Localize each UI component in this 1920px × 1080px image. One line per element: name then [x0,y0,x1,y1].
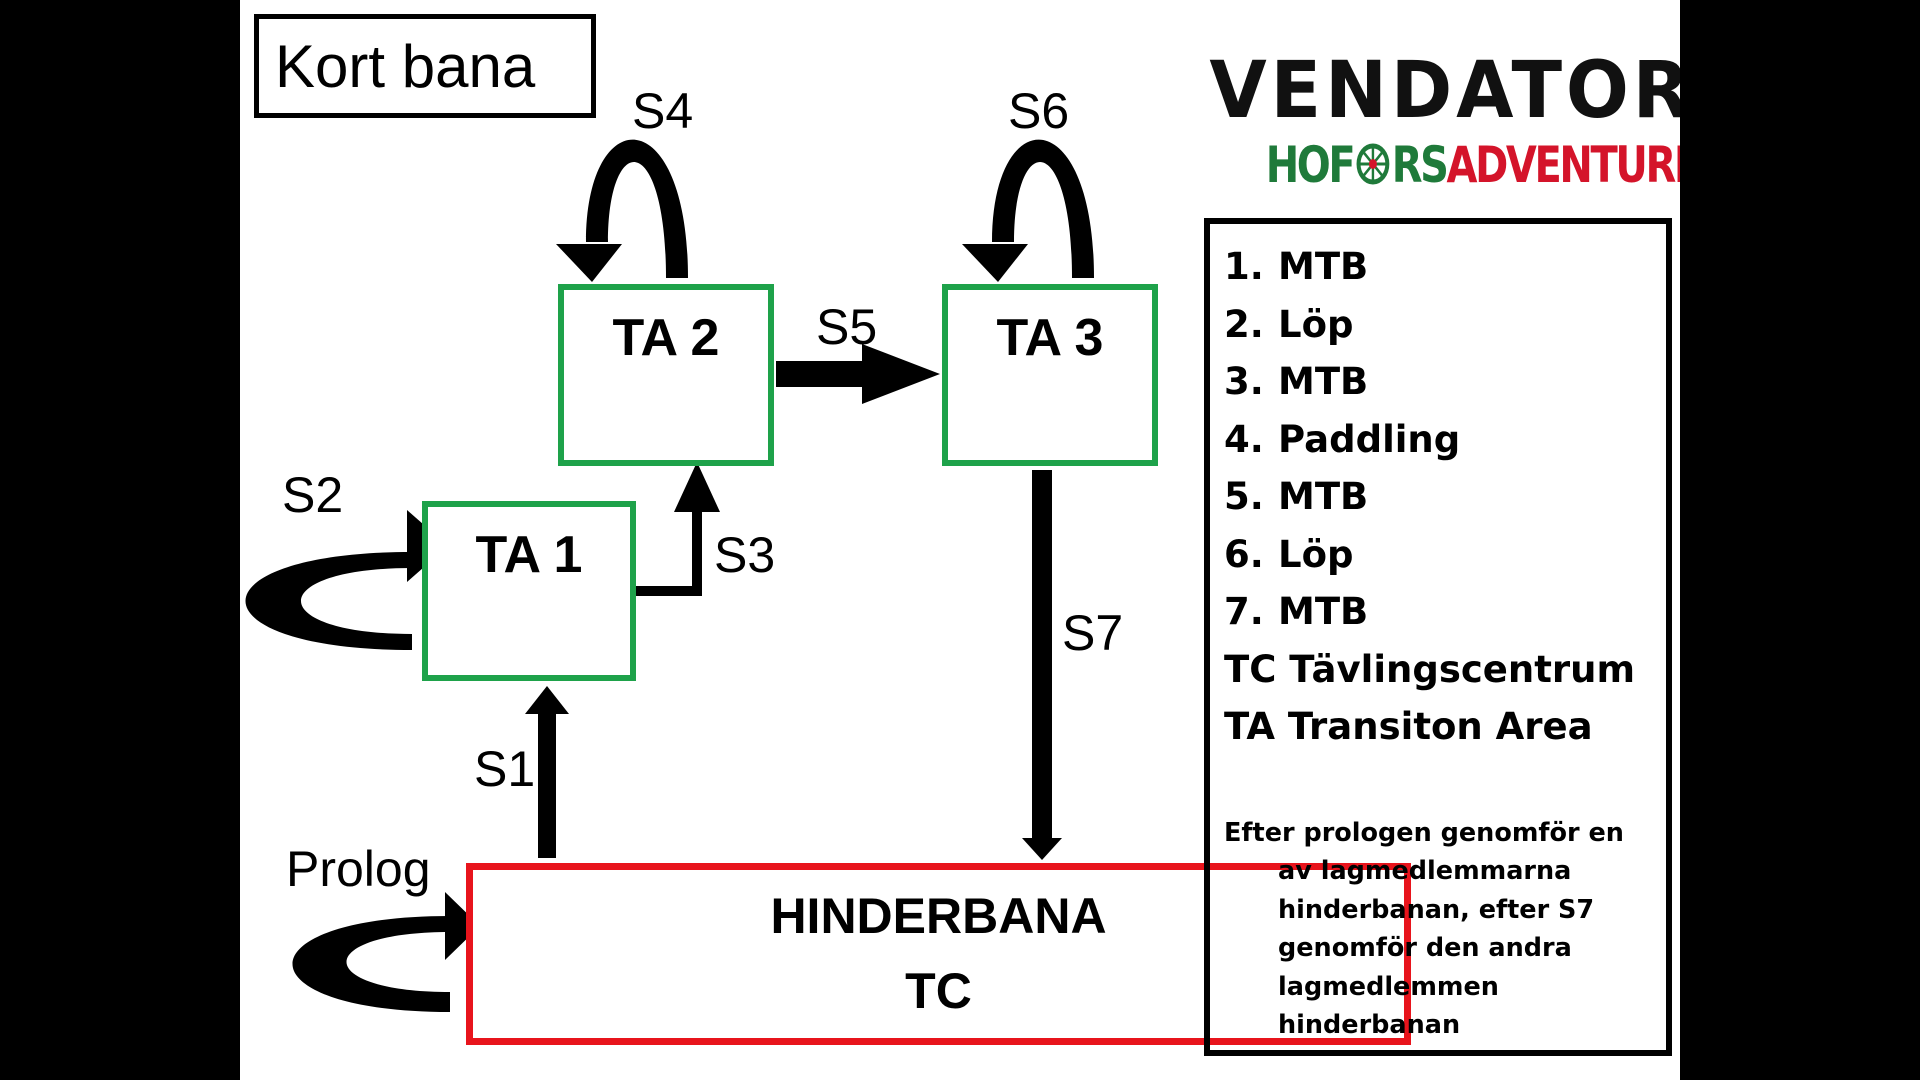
legend-item-text: MTB [1278,475,1369,518]
compass-wheel-icon [1356,143,1389,185]
legend-item-text: MTB [1278,245,1369,288]
brand-logo: VENDATOR HOFRSADVENTURERACE [1198,46,1680,190]
node-ta2: TA 2 [558,284,774,466]
node-ta2-label: TA 2 [612,309,720,367]
stage-label-s7: S7 [1062,605,1124,661]
stage-label-s1: S1 [474,741,536,797]
brand-name: VENDATOR [1209,46,1680,136]
node-hinderbana-tc: HINDERBANA TC [466,863,1411,1045]
legend-ta: TA Transiton Area [1224,705,1593,748]
arrow-s4-loop [556,139,688,282]
legend-item-text: MTB [1278,590,1369,633]
race-name-part3: ADVENTURERACE [1446,136,1680,194]
legend-item: 1. MTB [1224,238,1666,296]
arrow-s6-loop [962,139,1094,282]
node-ta3-label: TA 3 [996,309,1104,367]
race-name-part1: HOF [1265,136,1356,194]
stage-label-s5: S5 [816,299,878,355]
legend-item: 7. MTB [1224,583,1666,641]
stage-label-s4: S4 [632,83,694,139]
legend-item-number: 3. [1224,360,1264,403]
legend-item-number: 6. [1224,532,1264,576]
slide: Kort bana TA 1 TA 2 TA 3 HINDERBANA TC P… [240,0,1680,1080]
legend-item-text: Paddling [1278,417,1461,461]
race-name: HOFRSADVENTURERACE [1266,140,1680,190]
node-ta3: TA 3 [942,284,1158,466]
legend-item-number: 4. [1224,417,1264,461]
node-ta1: TA 1 [422,501,636,681]
arrow-prolog-loop [292,892,480,1012]
legend-list: 1. MTB 2. Löp 3. MTB 4. Paddling 5. MTB 6. Löp… [1224,238,1666,756]
arrow-s7 [1022,470,1062,860]
legend-item-number: 1. [1224,245,1264,288]
stage-label-prolog: Prolog [286,841,431,897]
legend-item-text: MTB [1278,360,1369,403]
legend-item: 5. MTB [1224,468,1666,526]
legend-note: Efter prologen genomför en av lagmedlemm… [1224,817,1624,1041]
arrow-s2-loop [245,510,448,650]
arrow-s1 [525,686,569,858]
node-tc-line1: HINDERBANA [770,888,1107,944]
legend-tc: TC Tävlingscentrum [1224,647,1636,691]
node-ta1-label: TA 1 [475,526,583,584]
stage-label-s2: S2 [282,467,344,523]
legend-item-text: Löp [1278,302,1354,346]
legend-item: 3. MTB [1224,353,1666,411]
diagram-title: Kort bana [254,14,596,118]
arrow-s5 [776,344,940,404]
stage-label-s3: S3 [714,527,776,583]
arrow-s3 [633,462,720,596]
stage-label-s6: S6 [1008,83,1070,139]
node-tc-line2: TC [905,963,972,1019]
legend-item-number: 5. [1224,475,1264,518]
legend-item: 2. Löp [1224,296,1666,354]
legend-item: 6. Löp [1224,526,1666,584]
legend-box: 1. MTB 2. Löp 3. MTB 4. Paddling 5. MTB 6. Löp… [1204,218,1672,1056]
race-name-part2: RS [1391,136,1449,194]
legend-item-text: Löp [1278,532,1354,576]
legend-item: 4. Paddling [1224,411,1666,469]
legend-item-number: 7. [1224,590,1264,633]
legend-item-number: 2. [1224,302,1264,346]
